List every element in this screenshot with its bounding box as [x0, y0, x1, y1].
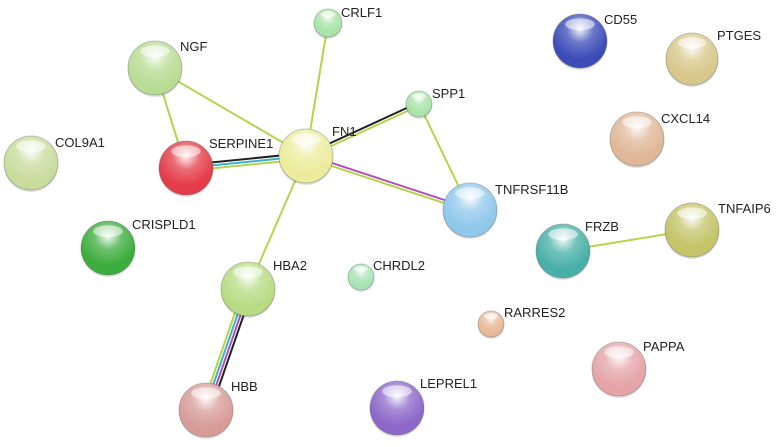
node-tnfrsf11b[interactable]: TNFRSF11B — [442, 182, 568, 239]
node-highlight — [320, 11, 336, 18]
edge-evidence-line — [305, 153, 472, 210]
node-rarres2[interactable]: RARRES2 — [477, 305, 565, 339]
node-pappa[interactable]: PAPPA — [591, 339, 685, 398]
node-hba2[interactable]: HBA2 — [220, 258, 307, 318]
node-spp1[interactable]: SPP1 — [405, 86, 465, 119]
node-gloss — [179, 383, 233, 437]
node-cd55[interactable]: CD55 — [552, 12, 637, 70]
node-serpine1[interactable]: SERPINE1 — [158, 136, 273, 197]
node-highlight — [291, 133, 321, 146]
node-gloss — [221, 262, 275, 316]
node-highlight — [677, 37, 707, 49]
node-cxcl14[interactable]: CXCL14 — [609, 111, 710, 168]
node-highlight — [353, 266, 369, 272]
node-label-rarres2: RARRES2 — [504, 305, 565, 320]
node-gloss — [406, 91, 432, 117]
node-gloss — [536, 224, 590, 278]
node-label-spp1: SPP1 — [432, 86, 465, 101]
node-label-pappa: PAPPA — [643, 339, 685, 354]
node-gloss — [592, 342, 646, 396]
node-gloss — [279, 129, 333, 183]
node-highlight — [677, 207, 707, 220]
node-col9a1[interactable]: COL9A1 — [3, 135, 105, 192]
node-label-cd55: CD55 — [604, 12, 637, 27]
node-highlight — [140, 45, 170, 58]
node-label-ptges: PTGES — [717, 28, 761, 43]
node-highlight — [622, 116, 652, 129]
node-highlight — [455, 187, 485, 200]
node-gloss — [665, 203, 719, 257]
node-label-hbb: HBB — [231, 379, 258, 394]
node-label-ngf: NGF — [180, 39, 208, 54]
edge-evidence-line — [304, 156, 471, 213]
node-highlight — [483, 313, 499, 319]
node-label-crlf1: CRLF1 — [341, 5, 382, 20]
node-crispld1[interactable]: CRISPLD1 — [80, 217, 196, 277]
node-label-col9a1: COL9A1 — [55, 135, 105, 150]
edge-fn1-tnfrsf11b — [304, 153, 472, 213]
node-label-hba2: HBA2 — [273, 258, 307, 273]
node-label-serpine1: SERPINE1 — [209, 136, 273, 151]
node-highlight — [171, 145, 201, 158]
node-ngf[interactable]: NGF — [127, 39, 208, 97]
node-label-tnfaip6: TNFAIP6 — [718, 201, 771, 216]
node-label-cxcl14: CXCL14 — [661, 111, 710, 126]
node-gloss — [370, 381, 424, 435]
node-label-fn1: FN1 — [332, 124, 357, 139]
node-label-frzb: FRZB — [585, 219, 619, 234]
node-highlight — [382, 385, 412, 398]
node-frzb[interactable]: FRZB — [535, 219, 619, 280]
node-highlight — [93, 225, 123, 238]
node-highlight — [233, 266, 263, 279]
node-gloss — [478, 311, 504, 337]
node-label-tnfrsf11b: TNFRSF11B — [495, 182, 568, 197]
edge-evidence-line — [154, 67, 307, 157]
edge-ngf-fn1 — [154, 67, 307, 157]
node-gloss — [4, 136, 58, 190]
node-highlight — [565, 18, 595, 31]
node-hbb[interactable]: HBB — [178, 379, 258, 439]
node-highlight — [16, 140, 46, 153]
node-gloss — [81, 221, 135, 275]
node-fn1[interactable]: FN1 — [278, 124, 357, 185]
node-highlight — [548, 228, 578, 241]
node-chrdl2[interactable]: CHRDL2 — [347, 258, 425, 292]
node-gloss — [128, 41, 182, 95]
node-gloss — [348, 264, 374, 290]
node-gloss — [314, 9, 342, 37]
node-highlight — [604, 346, 634, 359]
node-leprel1[interactable]: LEPREL1 — [369, 376, 477, 437]
node-ptges[interactable]: PTGES — [665, 28, 761, 87]
node-highlight — [191, 387, 221, 400]
node-label-chrdl2: CHRDL2 — [373, 258, 425, 273]
node-gloss — [610, 112, 664, 166]
node-gloss — [443, 183, 497, 237]
node-gloss — [553, 14, 607, 68]
node-tnfaip6[interactable]: TNFAIP6 — [664, 201, 771, 259]
node-gloss — [159, 141, 213, 195]
node-label-crispld1: CRISPLD1 — [132, 217, 196, 232]
node-crlf1[interactable]: CRLF1 — [313, 5, 382, 39]
node-label-leprel1: LEPREL1 — [420, 376, 477, 391]
node-gloss — [666, 33, 718, 85]
node-highlight — [411, 93, 427, 99]
